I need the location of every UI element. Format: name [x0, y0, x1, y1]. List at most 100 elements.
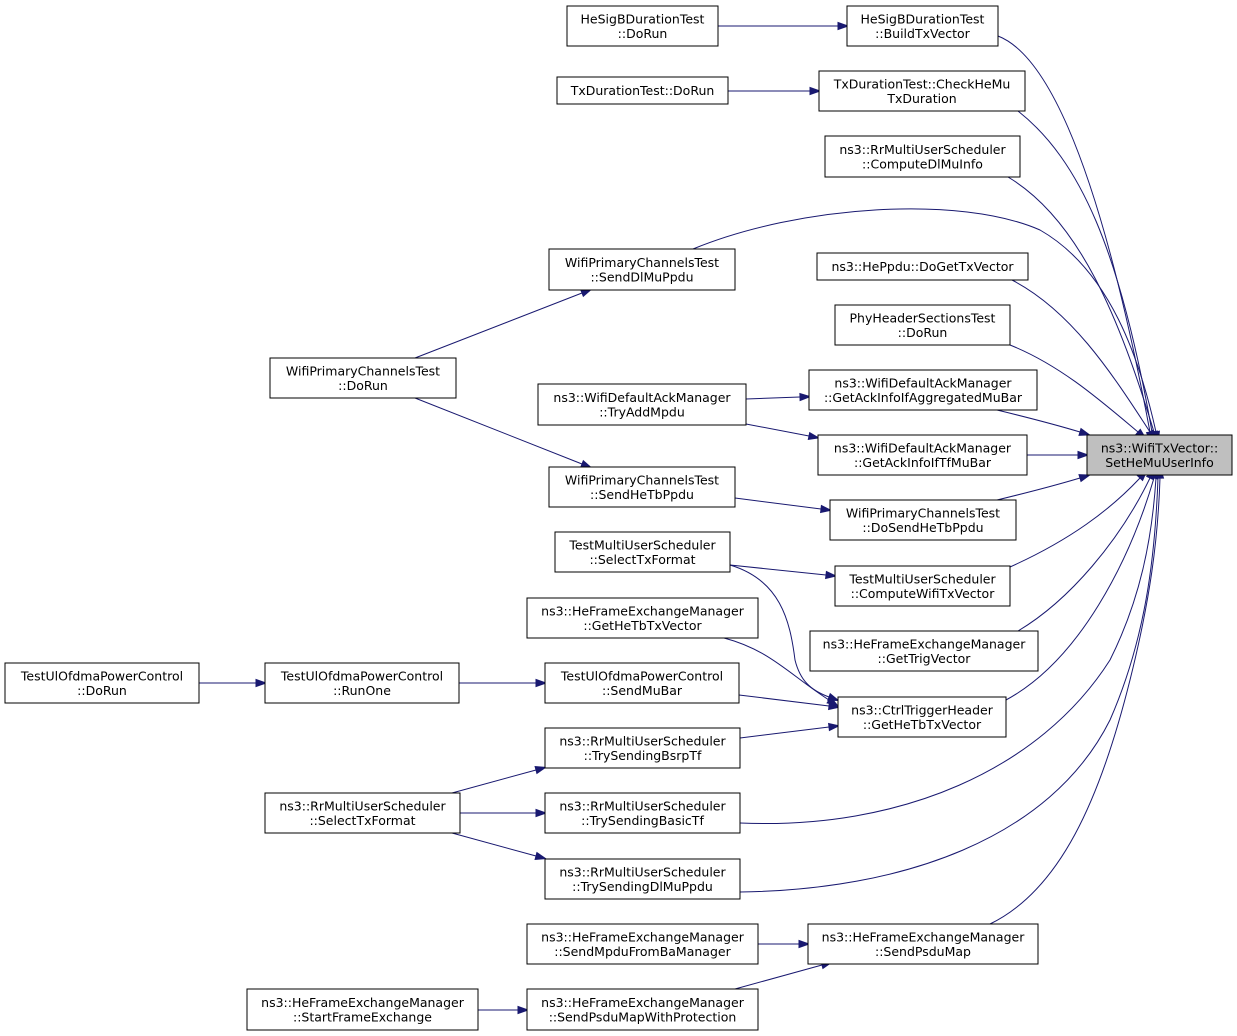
node-hesig-build[interactable]: HeSigBDurationTest::BuildTxVector	[846, 5, 999, 47]
edge-ulpc_runone-to-ulpc_sendmubar	[459, 678, 548, 688]
node-tmus-select[interactable]: TestMultiUserScheduler::SelectTxFormat	[554, 531, 731, 573]
node-ctrl-gethetb[interactable]: ns3::CtrlTriggerHeader::GetHeTbTxVector	[837, 696, 1007, 738]
edge-rr_select-to-rr_bsrp	[451, 766, 548, 794]
edge-line	[997, 35, 1151, 433]
edge-arrowhead	[820, 504, 833, 514]
node-box	[544, 662, 740, 704]
node-box	[548, 248, 736, 291]
edge-arrowhead	[799, 392, 812, 402]
node-label-line: ::BuildTxVector	[875, 26, 971, 41]
node-ack-tf[interactable]: ns3::WifiDefaultAckManager::GetAckInfoIf…	[817, 434, 1028, 476]
edge-arrowhead	[535, 808, 548, 818]
node-ack-tryadd[interactable]: ns3::WifiDefaultAckManager::TryAddMpdu	[537, 383, 747, 426]
node-tmus-compute[interactable]: TestMultiUserScheduler::ComputeWifiTxVec…	[834, 565, 1011, 607]
node-phyhdr[interactable]: PhyHeaderSectionsTest::DoRun	[834, 304, 1011, 346]
edge-arrowhead	[809, 86, 822, 96]
node-box	[1086, 434, 1233, 476]
node-label-line: ::ComputeDlMuInfo	[862, 156, 983, 171]
node-wpc-dosendhetb[interactable]: WifiPrimaryChannelsTest::DoSendHeTbPpdu	[829, 499, 1017, 541]
node-label-line: ::RunOne	[333, 683, 391, 698]
node-box	[544, 792, 741, 834]
node-label-line: ::TryAddMpdu	[599, 404, 685, 419]
node-ack-agg[interactable]: ns3::WifiDefaultAckManager::GetAckInfoIf…	[808, 369, 1038, 411]
node-box	[829, 499, 1017, 541]
edge-ack_tryadd-to-ack_tf	[745, 423, 821, 440]
edge-line	[996, 409, 1081, 433]
edge-ack_agg-to-root	[996, 409, 1092, 436]
node-label-line: ::GetHeTbTxVector	[583, 618, 702, 633]
node-hefem-gettrig[interactable]: ns3::HeFrameExchangeManager::GetTrigVect…	[809, 630, 1039, 672]
node-rr-dlmu[interactable]: ns3::RrMultiUserScheduler::TrySendingDlM…	[544, 858, 741, 900]
edge-arrowhead	[807, 431, 821, 440]
node-rr-basic[interactable]: ns3::RrMultiUserScheduler::TrySendingBas…	[544, 792, 741, 834]
node-label-line: TestUlOfdmaPowerControl	[280, 668, 443, 683]
edge-line	[1011, 279, 1151, 433]
node-label-line: ns3::RrMultiUserScheduler	[839, 142, 1006, 157]
node-rr-computedl[interactable]: ns3::RrMultiUserScheduler::ComputeDlMuIn…	[824, 135, 1021, 178]
node-label-line: ::DoRun	[338, 378, 388, 393]
node-label-line: ns3::WifiTxVector::	[1101, 440, 1218, 455]
edge-line	[451, 832, 537, 857]
node-label-line: ::SendMuBar	[602, 683, 683, 698]
node-rr-bsrp[interactable]: ns3::RrMultiUserScheduler::TrySendingBsr…	[544, 727, 741, 769]
node-box	[264, 662, 460, 704]
edge-line	[739, 726, 830, 739]
edge-wpc_sendhetb-to-wpc_dosendhetb	[734, 497, 833, 514]
node-wpc-senddl[interactable]: WifiPrimaryChannelsTest::SendDlMuPpdu	[548, 248, 736, 291]
node-hefem-start[interactable]: ns3::HeFrameExchangeManager::StartFrameE…	[246, 988, 479, 1031]
node-ulpc-sendmubar[interactable]: TestUlOfdmaPowerControl::SendMuBar	[544, 662, 740, 704]
node-rr-select[interactable]: ns3::RrMultiUserScheduler::SelectTxForma…	[264, 792, 461, 834]
node-hefem-gethetb[interactable]: ns3::HeFrameExchangeManager::GetHeTbTxVe…	[526, 597, 759, 639]
node-box	[816, 252, 1029, 281]
edge-arrowhead	[517, 1005, 530, 1015]
node-label-line: WifiPrimaryChannelsTest	[286, 363, 440, 378]
node-label-line: TxDuration	[886, 91, 956, 106]
node-label-line: TestMultiUserScheduler	[848, 571, 996, 586]
edge-line	[1005, 477, 1155, 701]
edge-line	[989, 477, 1161, 925]
node-label-line: ::GetTrigVector	[878, 651, 972, 666]
node-hefem-sendpsduprot[interactable]: ns3::HeFrameExchangeManager::SendPsduMap…	[526, 988, 759, 1031]
node-box	[537, 383, 747, 426]
edge-line	[739, 477, 1157, 825]
node-label-line: ns3::WifiDefaultAckManager	[834, 440, 1012, 455]
node-label-line: ns3::HeFrameExchangeManager	[541, 603, 745, 618]
node-root[interactable]: ns3::WifiTxVector::SetHeMuUserInfo	[1086, 434, 1233, 476]
node-label-line: ::SendPsduMapWithProtection	[549, 1009, 737, 1024]
edge-tmus_select-to-tmus_compute	[729, 564, 838, 580]
edge-line	[1009, 344, 1139, 433]
node-wpc-sendhetb[interactable]: WifiPrimaryChannelsTest::SendHeTbPpdu	[548, 466, 736, 508]
edge-hefem_sendpsduprot-to-hefem_sendpsdu	[734, 961, 834, 990]
node-hefem-sendpsdu[interactable]: ns3::HeFrameExchangeManager::SendPsduMap	[807, 923, 1039, 965]
node-txdur-dorun[interactable]: TxDurationTest::DoRun	[556, 76, 729, 105]
node-label-line: ::SendPsduMap	[875, 944, 971, 959]
node-box	[837, 696, 1007, 738]
edge-line	[451, 769, 537, 794]
edge-arrowhead	[837, 21, 850, 31]
node-box	[526, 597, 759, 639]
edge-line	[745, 423, 810, 437]
node-box	[846, 5, 999, 47]
node-box	[818, 70, 1026, 112]
edge-line	[734, 497, 822, 510]
node-box	[807, 923, 1039, 965]
node-hefem-sendmpdu[interactable]: ns3::HeFrameExchangeManager::SendMpduFro…	[526, 923, 759, 965]
node-wpc-dorun[interactable]: WifiPrimaryChannelsTest::DoRun	[269, 357, 457, 399]
node-label-line: ::SendMpduFromBaManager	[554, 944, 731, 959]
edge-rr_select-to-rr_dlmu	[451, 832, 548, 860]
node-heppdu[interactable]: ns3::HePpdu::DoGetTxVector	[816, 252, 1029, 281]
node-label-line: ns3::HeFrameExchangeManager	[541, 995, 745, 1010]
node-label-line: ns3::CtrlTriggerHeader	[851, 702, 994, 717]
node-ulpc-dorun[interactable]: TestUlOfdmaPowerControl::DoRun	[4, 662, 200, 704]
edge-ulpc_dorun-to-ulpc_runone	[199, 678, 268, 688]
node-box	[526, 988, 759, 1031]
node-label-line: ns3::WifiDefaultAckManager	[834, 375, 1012, 390]
edge-ulpc_sendmubar-to-ctrl_gethetb	[738, 694, 841, 711]
node-label-line: ns3::HeFrameExchangeManager	[261, 995, 465, 1010]
node-ulpc-runone[interactable]: TestUlOfdmaPowerControl::RunOne	[264, 662, 460, 704]
node-box	[246, 988, 479, 1031]
node-label-line: ::TrySendingBasicTf	[581, 813, 704, 828]
node-hesig-dorun[interactable]: HeSigBDurationTest::DoRun	[566, 5, 719, 47]
node-label-line: ::ComputeWifiTxVector	[851, 586, 996, 601]
